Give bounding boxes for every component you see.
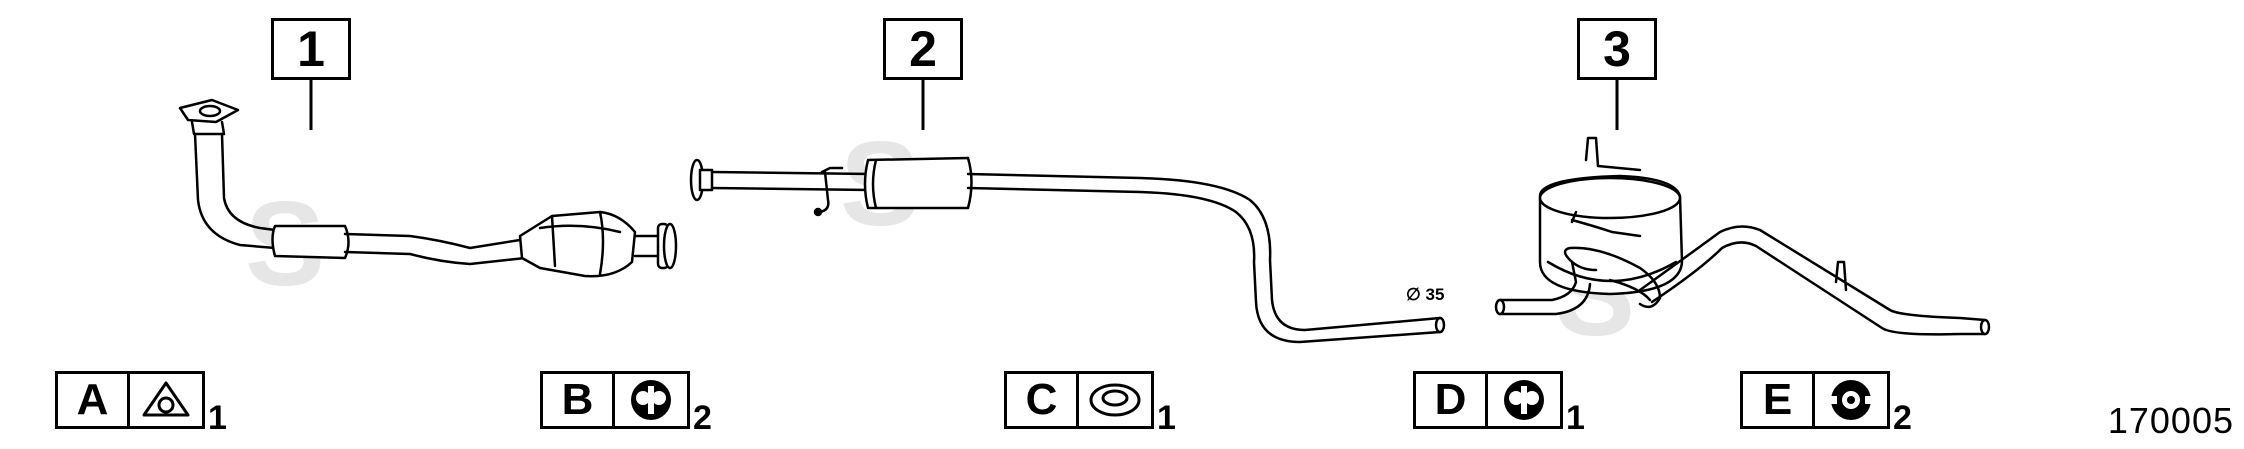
part-c-letter: C xyxy=(1007,374,1079,426)
part-b-qty: 2 xyxy=(693,399,712,437)
watermark: S S S xyxy=(245,117,1635,361)
reference-number: 170005 xyxy=(2107,400,2234,441)
callout-3: 3 xyxy=(1577,18,1657,80)
part-e-letter: E xyxy=(1743,374,1815,426)
front-pipe-catalyst xyxy=(178,98,678,278)
callout-2: 2 xyxy=(883,18,963,80)
middle-pipe-silencer xyxy=(689,156,1446,344)
part-a-qty: 1 xyxy=(208,399,227,437)
diameter-label: ∅ 35 xyxy=(1406,285,1444,304)
part-a-letter: A xyxy=(58,374,130,426)
part-d-letter: D xyxy=(1416,374,1488,426)
callout-2-label: 2 xyxy=(909,21,937,77)
callout-1-label: 1 xyxy=(297,21,325,77)
part-b: B 2 xyxy=(540,371,712,435)
part-c-qty: 1 xyxy=(1157,399,1176,437)
part-d: D 1 xyxy=(1413,371,1585,435)
part-d-qty: 1 xyxy=(1566,399,1585,437)
rubber-hanger-icon xyxy=(1488,374,1560,426)
rear-silencer xyxy=(1494,136,1991,336)
gasket-triangle-icon xyxy=(130,374,202,426)
sealing-ring-icon xyxy=(1079,374,1151,426)
callout-3-label: 3 xyxy=(1603,21,1631,77)
callout-1: 1 xyxy=(271,18,351,80)
leader-lines xyxy=(309,78,1619,130)
part-e-qty: 2 xyxy=(1893,399,1912,437)
part-a: A 1 xyxy=(55,371,227,435)
part-e: E 2 xyxy=(1740,371,1912,435)
rubber-mount-icon xyxy=(1815,374,1887,426)
part-b-letter: B xyxy=(543,374,615,426)
part-c: C 1 xyxy=(1004,371,1176,435)
rubber-hanger-icon xyxy=(615,374,687,426)
